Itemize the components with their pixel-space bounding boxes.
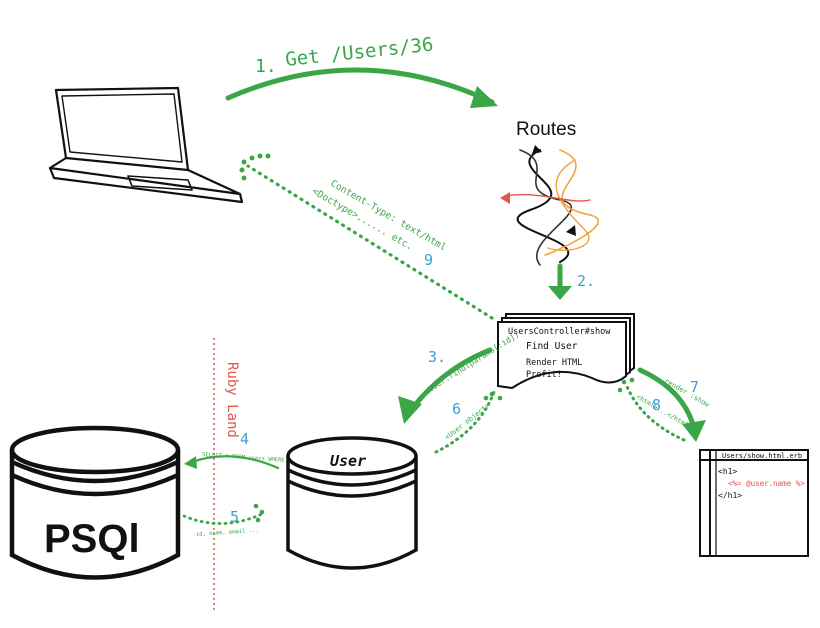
step5-number: 5 xyxy=(230,508,239,526)
view-file-icon xyxy=(699,449,809,557)
routes-tangle-icon xyxy=(500,145,600,266)
step4-arrow xyxy=(184,455,280,470)
step9-number: 9 xyxy=(424,251,433,269)
step1-label: Get /Users/36 xyxy=(284,34,434,71)
step2-number: 2. xyxy=(577,272,595,290)
controller-pages-icon xyxy=(497,313,635,390)
user-model-label: User xyxy=(330,452,366,470)
routes-title: Routes xyxy=(516,119,576,140)
laptop-icon xyxy=(48,86,244,204)
step6-label: <User object> xyxy=(443,402,491,442)
step6-dotted-arrow xyxy=(434,390,503,454)
step5-dotted-arrow xyxy=(182,503,265,525)
view-line-3: </h1> xyxy=(718,491,742,500)
psql-database-icon xyxy=(9,425,181,580)
step3-arrow xyxy=(398,347,493,424)
step7-number: 7 xyxy=(690,378,699,396)
step3-number: 3. xyxy=(428,348,446,366)
view-filename: Users/show.html.erb xyxy=(722,452,802,460)
step1-number: 1. xyxy=(255,56,277,77)
ruby-land-label: Ruby Land xyxy=(224,362,240,438)
step2-arrow xyxy=(548,263,572,300)
step4-number: 4 xyxy=(240,430,249,448)
step9-dotted-arrow xyxy=(239,153,494,320)
step7-label: render :show xyxy=(663,377,711,410)
controller-line-2: Render HTML xyxy=(526,358,582,368)
step8-number: 8 xyxy=(652,396,661,414)
step5-label: id, name, email ... xyxy=(196,528,259,538)
controller-title: UsersController#show xyxy=(508,327,611,337)
step7-arrow xyxy=(637,367,706,442)
view-line-2: <%= @user.name %> xyxy=(728,479,805,488)
controller-line-3: Profit! xyxy=(526,370,562,380)
psql-label: PSQl xyxy=(44,517,140,561)
step8-dotted-arrow xyxy=(617,377,686,442)
user-model-icon xyxy=(286,436,418,570)
view-line-1: <h1> xyxy=(718,467,737,476)
step6-number: 6 xyxy=(452,400,461,418)
step1-arrow xyxy=(225,67,498,108)
controller-line-1: Find User xyxy=(526,341,578,352)
